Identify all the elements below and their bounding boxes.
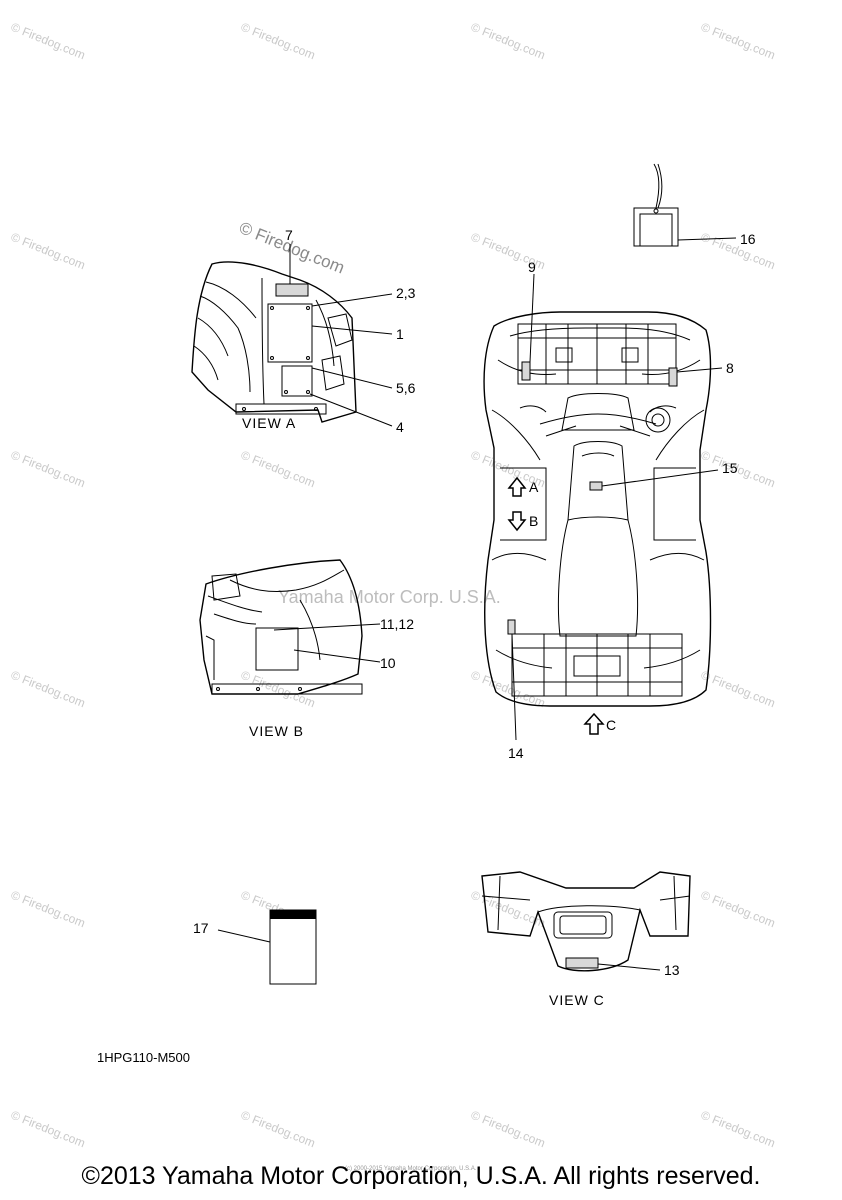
watermark: © Firedog.com: [9, 20, 87, 63]
watermark: © Firedog.com: [469, 1108, 547, 1151]
copyright-footer: ©2013 Yamaha Motor Corporation, U.S.A. A…: [81, 1162, 761, 1190]
callout-16: 16: [740, 231, 756, 247]
small-print: (c) 2000-2015 Yamaha Motor Corporation, …: [345, 1166, 477, 1172]
center-watermark: Yamaha Motor Corp. U.S.A.: [278, 587, 501, 607]
watermark: © Firedog.com: [699, 20, 777, 63]
watermark: © Firedog.com: [9, 448, 87, 491]
arrow-a-label: A: [529, 479, 539, 495]
arrow-b-label: B: [529, 513, 538, 529]
callout-11-12: 11,12: [380, 616, 414, 632]
watermark: © Firedog.com: [9, 668, 87, 711]
hang-tag-part: [633, 163, 737, 247]
arrow-c-label: C: [606, 717, 616, 733]
callout-7: 7: [285, 227, 293, 243]
view-b-label: VIEW B: [249, 723, 304, 739]
view-c-label: VIEW C: [549, 992, 605, 1008]
watermark: © Firedog.com: [699, 230, 777, 273]
watermark: © Firedog.com: [9, 888, 87, 931]
view-b-drawing: [199, 559, 381, 695]
watermark: © Firedog.com: [239, 448, 317, 491]
watermark: © Firedog.com: [469, 20, 547, 63]
callout-13: 13: [664, 962, 680, 978]
callout-9: 9: [528, 259, 536, 275]
arrow-down-b-icon: [507, 511, 527, 532]
callout-4: 4: [396, 419, 404, 435]
callout-14: 14: [508, 745, 524, 761]
callout-15: 15: [722, 460, 738, 476]
watermark: © Firedog.com: [239, 20, 317, 63]
watermark: © Firedog.com: [699, 888, 777, 931]
callout-5-6: 5,6: [396, 380, 416, 396]
watermark: © Firedog.com: [469, 888, 547, 931]
watermark: © Firedog.com: [239, 668, 317, 711]
callout-1: 1: [396, 326, 404, 342]
view-c-drawing: [481, 871, 691, 972]
arrow-up-a-icon: [507, 476, 527, 497]
label-card-part: [217, 909, 317, 985]
watermark: © Firedog.com: [699, 448, 777, 491]
watermark: © Firedog.com: [469, 668, 547, 711]
atv-top-view: [483, 273, 723, 741]
watermark: © Firedog.com: [239, 1108, 317, 1151]
watermark: © Firedog.com: [9, 1108, 87, 1151]
arrow-up-c-icon: [583, 712, 605, 735]
callout-10: 10: [380, 655, 396, 671]
callout-17: 17: [193, 920, 209, 936]
callout-2-3: 2,3: [396, 285, 416, 301]
watermark: © Firedog.com: [9, 230, 87, 273]
view-a-label: VIEW A: [242, 415, 296, 431]
callout-8: 8: [726, 360, 734, 376]
watermark: © Firedog.com: [699, 1108, 777, 1151]
watermark: © Firedog.com: [699, 668, 777, 711]
view-a-drawing: [191, 244, 393, 427]
diagram-part-number: 1HPG110-M500: [97, 1050, 190, 1065]
